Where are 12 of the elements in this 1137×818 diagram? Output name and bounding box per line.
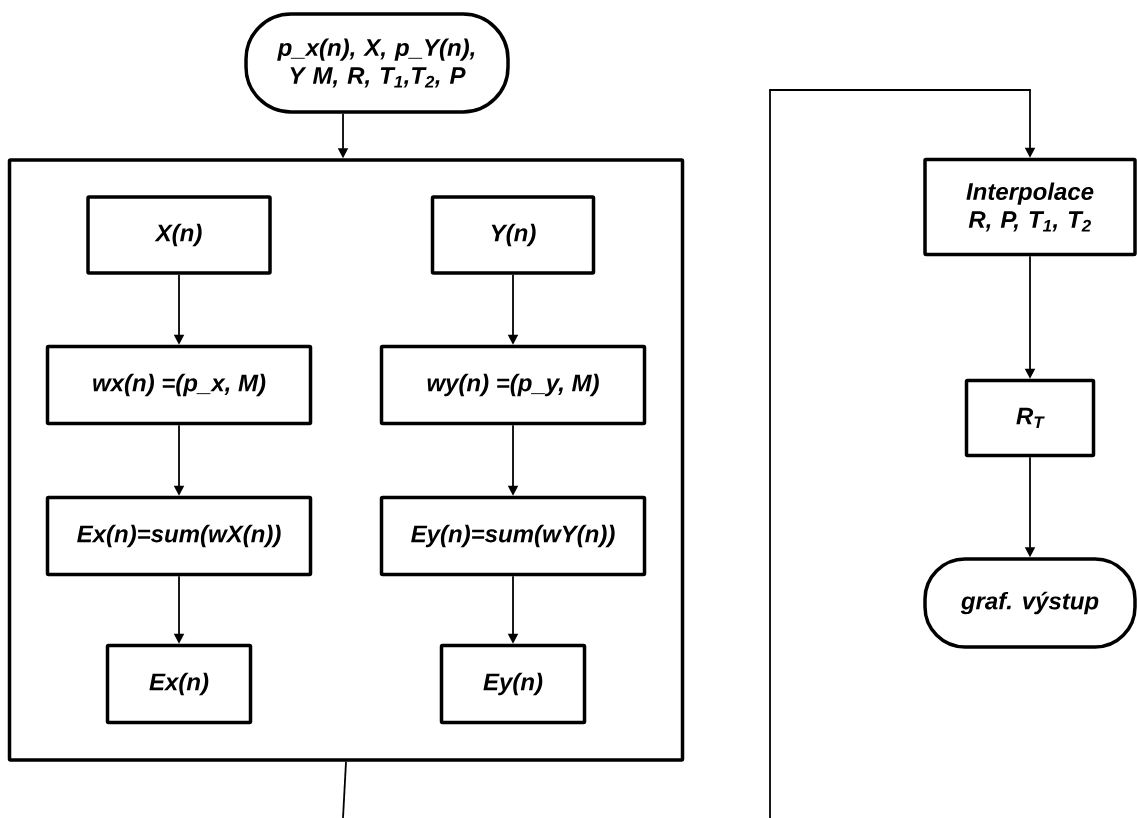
process-box: Y(n) <box>430 195 596 275</box>
process-box: Interpolace R, P, T$_{1}$, T$_{2}$ <box>923 157 1137 257</box>
process-box: Ex(n)=sum(wX(n)) <box>45 495 313 577</box>
process-box: X(n) <box>86 195 272 275</box>
frame-box <box>7 158 685 762</box>
process-box: Ey(n) <box>439 643 587 725</box>
process-box: Ey(n)=sum(wY(n)) <box>379 495 647 577</box>
process-box: wy(n) =(p_y, M) <box>379 344 647 426</box>
process-box: Ex(n) <box>105 643 253 725</box>
arrow <box>769 89 1036 818</box>
process-box: R$_{T}$ <box>964 378 1096 458</box>
process-box: wx(n) =(p_x, M) <box>45 344 313 426</box>
